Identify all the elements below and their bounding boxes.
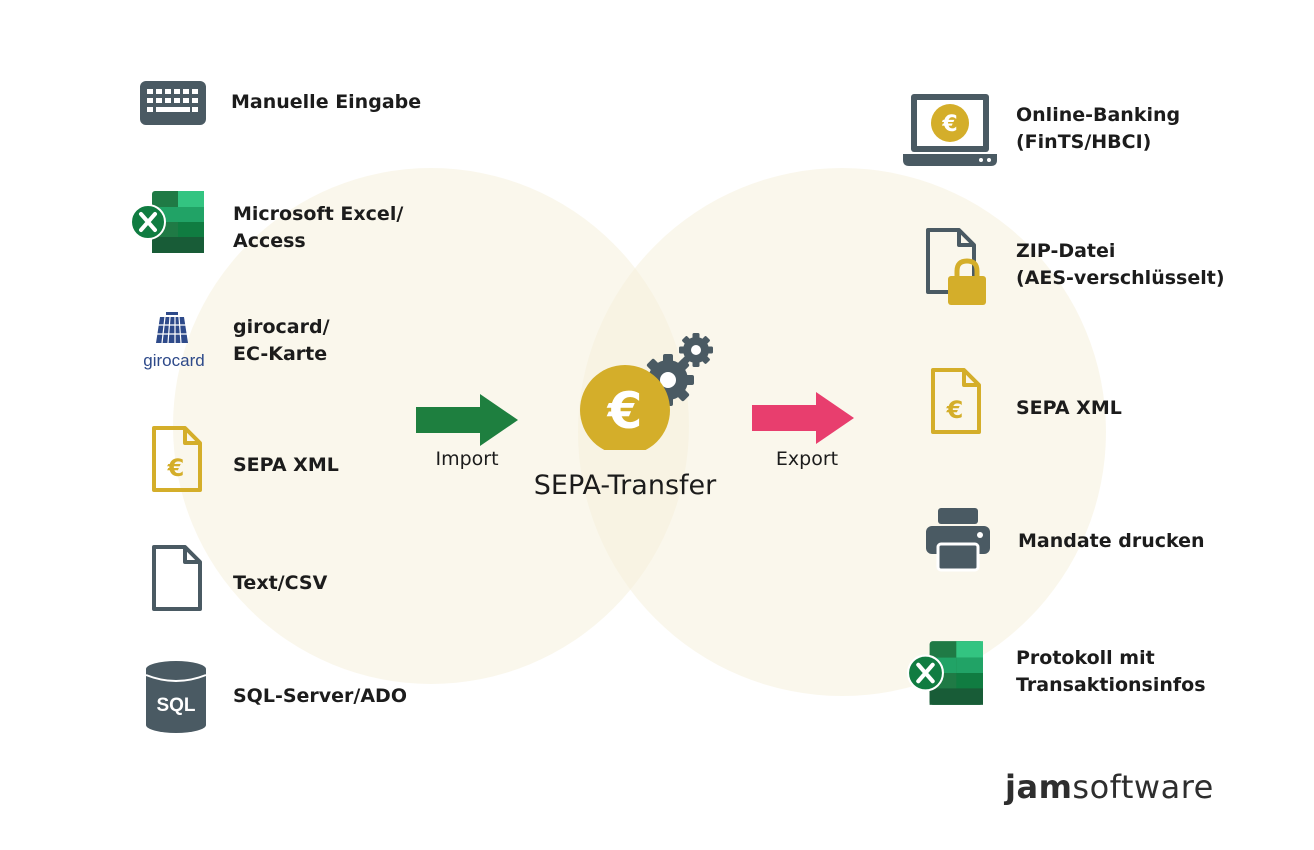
source-label-line: SEPA XML bbox=[233, 454, 339, 476]
target-label-line: Online-Banking bbox=[1016, 104, 1181, 126]
target-label-line: (AES-verschlüsselt) bbox=[1016, 267, 1225, 289]
source-label: SEPA XML bbox=[233, 452, 339, 479]
printer-icon bbox=[926, 508, 990, 572]
svg-text:€: € bbox=[167, 454, 185, 482]
target-label-line: SEPA XML bbox=[1016, 397, 1122, 419]
sepa-xml-file-icon: € bbox=[931, 368, 981, 434]
source-label-line: Microsoft Excel/ bbox=[233, 203, 404, 225]
source-label-line: SQL-Server/ADO bbox=[233, 685, 407, 707]
target-label-line: (FinTS/HBCI) bbox=[1016, 131, 1152, 153]
source-label-line: Manuelle Eingabe bbox=[231, 91, 422, 113]
target-label: Online-Banking (FinTS/HBCI) bbox=[1016, 102, 1180, 156]
export-arrow-icon bbox=[752, 392, 854, 444]
girocard-logo-text: girocard bbox=[143, 351, 204, 370]
euro-gears-icon: € bbox=[580, 333, 713, 450]
target-label-line: ZIP-Datei bbox=[1016, 240, 1116, 262]
source-label-line: Access bbox=[233, 230, 306, 252]
svg-text:€: € bbox=[941, 112, 957, 137]
source-label: girocard/ EC-Karte bbox=[233, 314, 330, 368]
center-title: SEPA-Transfer bbox=[533, 470, 717, 501]
database-icon-text: SQL bbox=[156, 695, 195, 716]
source-label: SQL-Server/ADO bbox=[233, 683, 407, 710]
excel-icon bbox=[130, 191, 204, 253]
locked-file-icon bbox=[926, 228, 986, 305]
text-file-icon bbox=[152, 545, 202, 611]
sepa-xml-file-icon: € bbox=[152, 426, 202, 492]
target-label-line: Mandate drucken bbox=[1018, 530, 1205, 552]
target-label-line: Protokoll mit bbox=[1016, 647, 1155, 669]
source-label-line: girocard/ bbox=[233, 316, 330, 338]
source-label: Text/CSV bbox=[233, 570, 327, 597]
jam-software-logo: jamsoftware bbox=[1005, 768, 1214, 806]
svg-text:€: € bbox=[607, 382, 643, 440]
source-label-line: Text/CSV bbox=[233, 572, 328, 594]
girocard-icon: girocard bbox=[143, 312, 205, 370]
target-label: ZIP-Datei (AES-verschlüsselt) bbox=[1016, 238, 1225, 292]
database-icon: SQL bbox=[145, 661, 207, 733]
target-label-line: Transaktionsinfos bbox=[1016, 674, 1206, 696]
logo-part-jam: jam bbox=[1005, 768, 1073, 806]
target-label: Mandate drucken bbox=[1018, 528, 1205, 555]
import-arrow-icon bbox=[416, 394, 518, 446]
excel-icon bbox=[907, 641, 983, 705]
laptop-euro-icon: € bbox=[903, 94, 997, 166]
import-label: Import bbox=[435, 448, 499, 470]
logo-part-software: software bbox=[1072, 768, 1214, 806]
svg-text:€: € bbox=[946, 396, 964, 424]
export-label: Export bbox=[775, 448, 839, 470]
keyboard-icon bbox=[140, 81, 206, 125]
source-label-line: EC-Karte bbox=[233, 343, 328, 365]
source-label: Manuelle Eingabe bbox=[231, 89, 421, 116]
target-label: Protokoll mit Transaktionsinfos bbox=[1016, 645, 1206, 699]
source-label: Microsoft Excel/ Access bbox=[233, 201, 403, 255]
export-circle bbox=[578, 168, 1106, 696]
target-label: SEPA XML bbox=[1016, 395, 1122, 422]
